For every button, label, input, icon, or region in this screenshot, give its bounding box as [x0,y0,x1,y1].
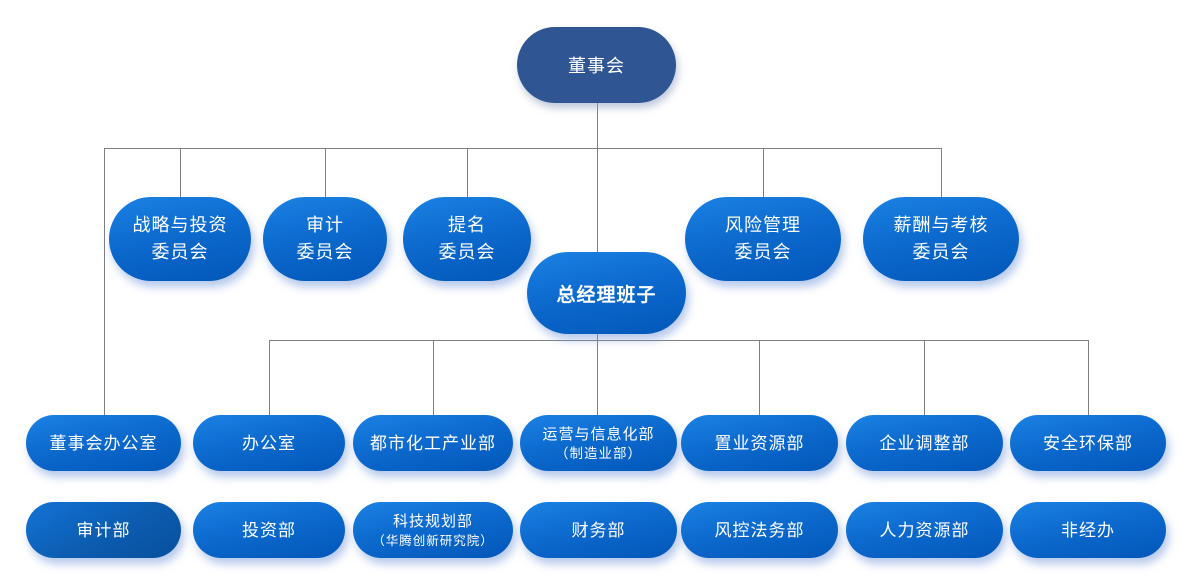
node-label: 委员会 [912,242,970,262]
dept-property-resources: 置业资源部 [681,415,838,471]
connector-line [325,148,326,197]
connector-line [1088,340,1089,415]
node-label: 投资部 [242,520,296,540]
node-label: 委员会 [151,242,209,262]
node-sublabel: （制造业部） [555,445,642,461]
dept-safety-environment: 安全环保部 [1010,415,1166,471]
node-label: 企业调整部 [879,433,970,453]
dept-tech-planning: 科技规划部 （华腾创新研究院） [353,502,513,558]
dept-risk-control-legal: 风控法务部 [681,502,838,558]
node-sublabel: （华腾创新研究院） [372,533,494,548]
committee-risk-management: 风险管理 委员会 [685,197,841,281]
node-label: 办公室 [242,433,296,453]
node-label: 薪酬与考核 [893,215,989,235]
node-label: 财务部 [571,520,626,540]
node-label: 总经理班子 [556,284,657,306]
node-label: 运营与信息化部 [542,425,655,443]
dept-enterprise-adjustment: 企业调整部 [846,415,1003,471]
committee-compensation-assessment: 薪酬与考核 委员会 [863,197,1019,281]
node-label: 审计部 [76,520,131,540]
connector-line [180,148,181,197]
node-label: 置业资源部 [714,433,805,453]
connector-line [467,148,468,197]
connector-line [597,103,598,148]
connector-line [763,148,764,197]
node-label: 董事会 [568,56,625,76]
dept-non-operating-office: 非经办 [1010,502,1166,558]
connector-line [759,340,760,415]
node-label: 风险管理 [725,215,801,235]
connector-line [269,340,1088,341]
dept-office: 办公室 [193,415,345,471]
connector-line [104,148,942,149]
node-label: 提名 [448,215,486,235]
connector-line [941,148,942,197]
committee-strategy-investment: 战略与投资 委员会 [109,197,251,281]
node-general-manager-team: 总经理班子 [527,252,686,334]
node-label: 委员会 [438,242,496,262]
dept-finance: 财务部 [520,502,677,558]
node-label: 审计 [306,215,344,235]
connector-line [924,340,925,415]
committee-audit: 审计 委员会 [263,197,387,281]
dept-board-office: 董事会办公室 [26,415,181,471]
connector-line [433,340,434,415]
connector-line [597,334,598,415]
dept-human-resources: 人力资源部 [846,502,1003,558]
node-label: 人力资源部 [879,520,970,540]
node-label: 战略与投资 [132,215,228,235]
dept-operations-informatization: 运营与信息化部 （制造业部） [520,415,677,471]
connector-line [597,148,598,252]
node-board-of-directors: 董事会 [517,27,676,103]
dept-urban-chemical-industry: 都市化工产业部 [353,415,513,471]
node-label: 委员会 [734,242,792,262]
node-label: 董事会办公室 [49,433,158,453]
dept-investment: 投资部 [193,502,345,558]
node-label: 科技规划部 [392,512,473,530]
node-label: 非经办 [1061,520,1115,540]
dept-audit: 审计部 [26,502,181,558]
node-label: 安全环保部 [1043,433,1133,453]
connector-line [104,148,105,415]
node-label: 风控法务部 [714,520,805,540]
connector-line [269,340,270,415]
node-label: 委员会 [296,242,354,262]
committee-nomination: 提名 委员会 [403,197,531,281]
node-label: 都市化工产业部 [370,433,496,453]
